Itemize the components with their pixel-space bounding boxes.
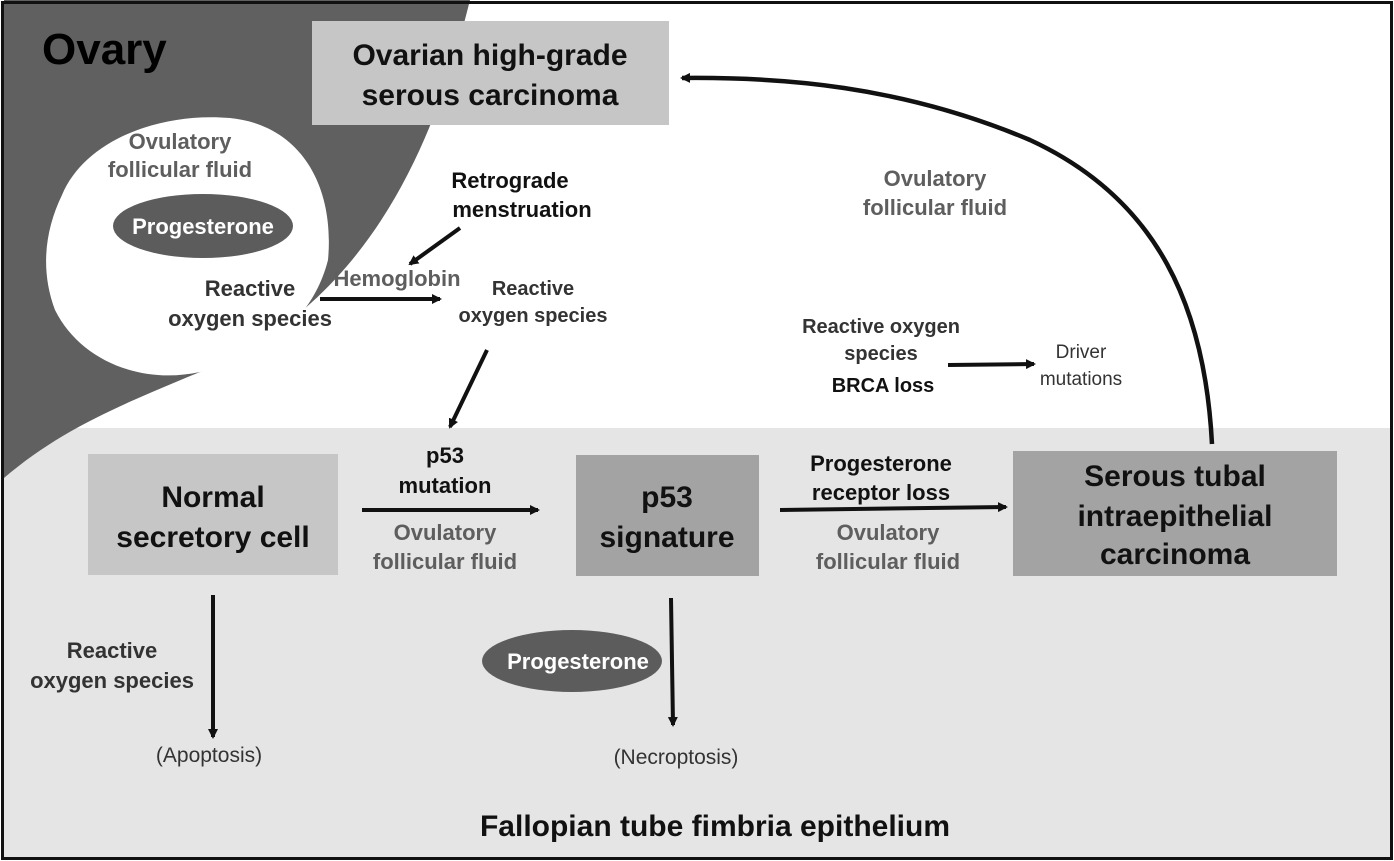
ovary-label: Ovary [42,25,167,74]
p53-signature-line2: signature [599,521,734,554]
stic-line3: carcinoma [1100,538,1250,571]
pr-loss-arrow [779,502,1008,513]
stic-box [1013,451,1337,576]
brca-ros-line1: Reactive oxygen [802,316,960,338]
progesterone-label-bottom: Progesterone [507,649,649,674]
driver-mutations-line1: Driver [1056,342,1107,363]
p53-fluid-line2: follicular fluid [373,549,517,574]
progesterone-ellipse-bottom [482,630,662,692]
brca-loss-label: BRCA loss [832,375,935,397]
progesterone-ellipse-top [113,194,293,258]
arc-fluid-line1: Ovulatory [884,166,987,191]
follicle-fluid-line2: follicular fluid [108,157,252,182]
ovarian-carcinoma-line2: serous carcinoma [362,79,619,112]
arc-fluid-line2: follicular fluid [863,195,1007,220]
apoptosis-ros-line1: Reactive [67,638,158,663]
brca-ros-line2: species [844,343,917,365]
stic-line1: Serous tubal [1084,460,1266,493]
p53-signature-box [576,455,759,576]
hemoglobin-label: Hemoglobin [333,266,460,291]
retrograde-line1: Retrograde [451,168,568,193]
driver-mutations-arrow [947,359,1036,370]
follicle-ros-line2: oxygen species [168,306,332,331]
ovarian-carcinoma-box [312,21,669,125]
follicle-fluid-line1: Ovulatory [129,129,232,154]
apoptosis-label: (Apoptosis) [156,744,262,767]
apoptosis-ros-line2: oxygen species [30,668,194,693]
mid-ros-line1: Reactive [492,278,574,300]
p53-fluid-line1: Ovulatory [394,520,497,545]
normal-cell-line1: Normal [161,481,264,514]
ros-to-p53-arrow [448,349,489,429]
p53-signature-line1: p53 [641,481,693,514]
p53-mutation-line1: p53 [426,443,464,468]
necroptosis-label: (Necroptosis) [614,746,739,769]
retrograde-line2: menstruation [452,197,591,222]
ovarian-carcinoma-line1: Ovarian high-grade [352,39,627,72]
fallopian-label: Fallopian tube fimbria epithelium [480,810,950,843]
mid-ros-line2: oxygen species [459,305,608,327]
progression-arc-arrow [680,72,1215,445]
follicle-ros-line1: Reactive [205,276,296,301]
progesterone-label-top: Progesterone [132,214,274,239]
driver-mutations-line2: mutations [1040,369,1122,390]
pr-fluid-line1: Ovulatory [837,520,940,545]
necroptosis-arrow [667,597,678,727]
pr-loss-line2: receptor loss [812,480,950,505]
pr-loss-line1: Progesterone [810,451,952,476]
retrograde-arrow [408,226,462,266]
normal-cell-line2: secretory cell [116,521,309,554]
normal-cell-box [88,454,338,575]
pr-fluid-line2: follicular fluid [816,549,960,574]
stic-line2: intraepithelial [1077,500,1272,533]
p53-mutation-line2: mutation [399,473,492,498]
